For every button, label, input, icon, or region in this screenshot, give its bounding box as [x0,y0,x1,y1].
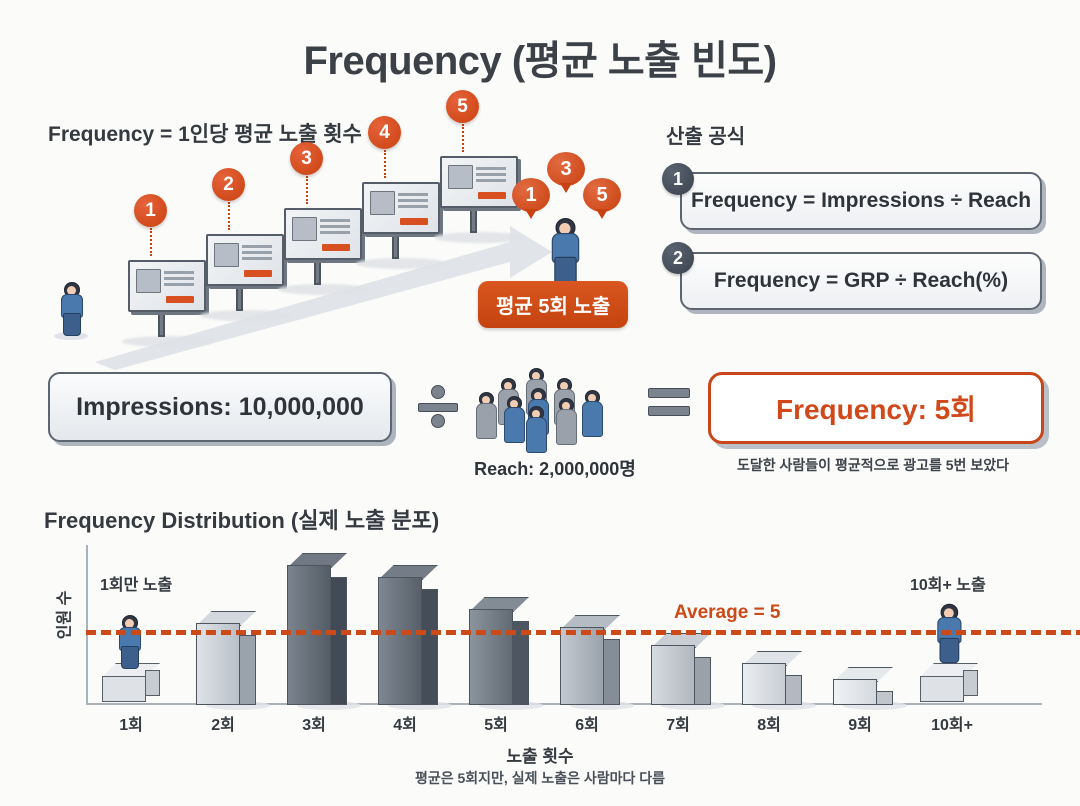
person-face [125,619,134,628]
billboard-number-2: 2 [212,168,245,201]
ad-bar [166,296,194,303]
billboard-scene: 1 2 3 4 5 [40,90,640,370]
billboard-number-1: 1 [134,194,167,227]
person-legs [121,646,139,669]
annotation-high-exposure: 10회+ 노출 [910,577,986,594]
pointer-line-3 [306,176,308,204]
left-section-caption: Frequency = 1인당 평균 노출 횟수 [48,123,362,146]
chart-y-axis [86,545,88,705]
reach-label: Reach: 2,000,000명 [474,459,636,479]
speech-bubble-5: 5 [583,178,621,219]
ad-bar [244,270,272,277]
viewer-person-start [54,282,88,340]
billboard-number-5: 5 [446,90,479,123]
billboard-shadow [278,284,370,295]
billboard-panel [128,260,206,312]
chart-y-axis-label: 인원 수 [56,590,74,640]
billboard-shadow [200,310,292,321]
impressions-box: Impressions: 10,000,000 [48,372,392,442]
x-tick-4: 4회 [393,717,417,734]
result-value: Frequency: 5회 [775,394,977,425]
x-tick-6: 6회 [575,717,599,734]
divide-icon [416,384,460,428]
person-shadow [54,332,88,340]
formula-box-1: Frequency = Impressions ÷ Reach [680,172,1042,230]
x-tick-9: 9회 [848,717,872,734]
viewer-person-end [543,218,586,291]
billboard-shadow [356,258,448,269]
x-tick-1: 1회 [119,717,143,734]
x-tick-3: 3회 [302,717,326,734]
x-tick-7: 7회 [666,717,690,734]
chart-footnote: 평균은 5회지만, 실제 노출은 사람마다 다름 [414,770,666,786]
x-tick-8: 8회 [757,717,781,734]
average-line-label: Average = 5 [674,602,781,623]
result-note: 도달한 사람들이 평균적으로 광고를 5번 보았다 [737,457,1009,473]
chart-person-low [116,615,142,669]
chart-x-axis-label: 노출 횟수 [506,747,574,766]
formula-number-1: 1 [662,163,694,195]
page-title: Frequency (평균 노출 빈도) [303,39,777,83]
billboard-panel [284,208,362,260]
pointer-line-5 [462,124,464,152]
person-face [67,286,76,295]
billboard-number-4: 4 [368,116,401,149]
impressions-value: Impressions: 10,000,000 [76,392,364,421]
speech-bubble-3: 3 [547,152,585,193]
person-face [943,608,954,619]
speech-bubble-1: 1 [512,178,550,219]
pointer-line-1 [150,228,152,256]
x-tick-2: 2회 [211,717,235,734]
x-tick-5: 5회 [484,717,508,734]
billboard-panel [362,182,440,234]
formula-box-2: Frequency = GRP ÷ Reach(%) [680,252,1042,310]
formula-number-2: 2 [662,242,694,274]
result-box: Frequency: 5회 [708,372,1044,444]
billboard-shadow [434,232,526,243]
pointer-line-2 [228,202,230,230]
annotation-low-exposure: 1회만 노출 [100,577,173,594]
ad-bar [400,218,428,225]
average-line [86,630,1080,635]
formula-text-2: Frequency = GRP ÷ Reach(%) [713,269,1009,292]
chart-heading: Frequency Distribution (실제 노출 분포) [44,508,440,533]
billboard-panel [206,234,284,286]
pointer-line-4 [384,150,386,178]
billboard-panel [440,156,518,208]
formula-section-caption: 산출 공식 [666,126,746,148]
ad-bar [478,192,506,199]
frequency-distribution-chart: 인원 수 1회만 노출 [44,545,1080,734]
billboard-shadow [122,336,214,347]
ad-bar [322,244,350,251]
progress-arrow-icon [95,226,552,370]
person-legs [939,637,960,664]
equals-icon [648,388,690,418]
billboard-number-3: 3 [290,142,323,175]
average-exposure-badge: 평균 5회 노출 [478,281,629,328]
x-tick-10: 10회+ [931,717,973,734]
person-face [559,223,571,235]
formula-text-1: Frequency = Impressions ÷ Reach [690,189,1032,212]
reach-crowd-illustration [470,368,640,453]
person-legs [63,313,81,336]
